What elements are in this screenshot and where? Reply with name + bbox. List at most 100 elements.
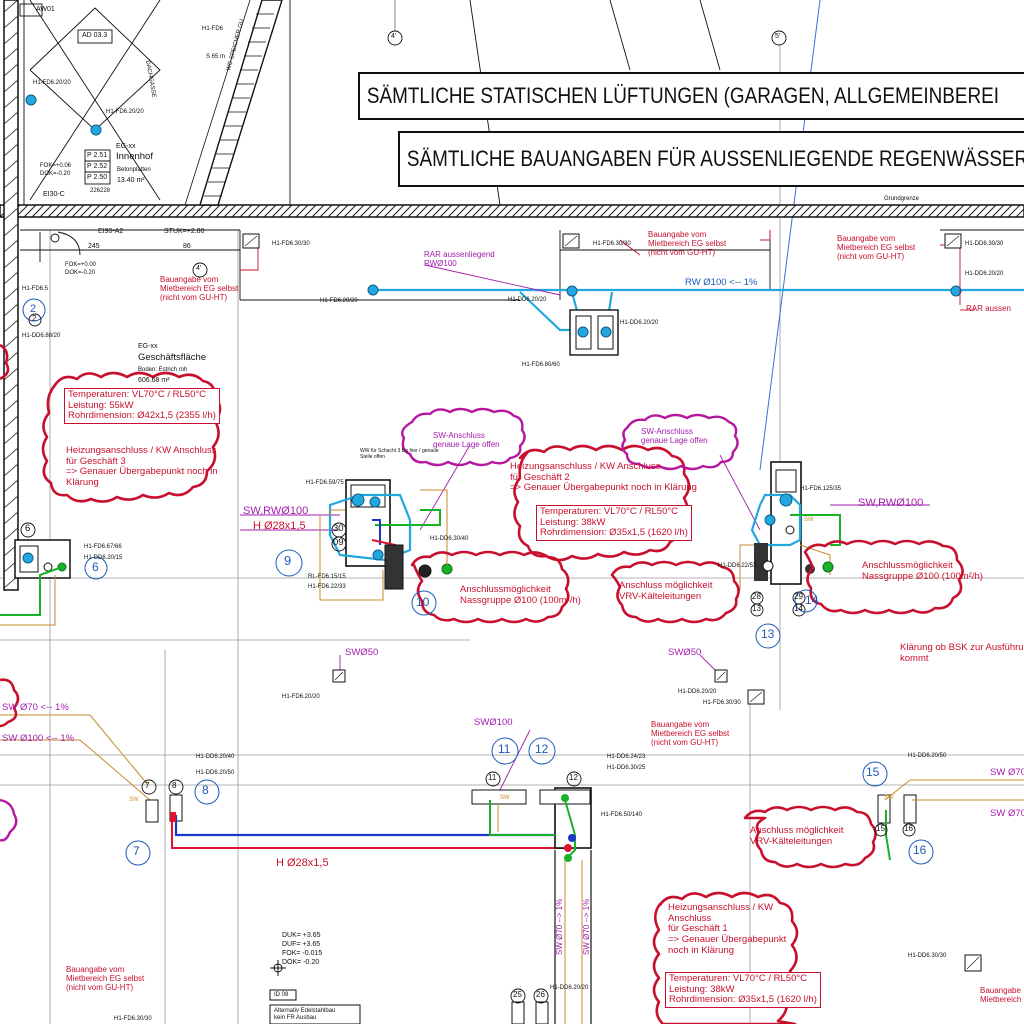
tag-h1-2423: H1-DD6.24/23 bbox=[607, 754, 646, 760]
marker-13-blue: 13 bbox=[761, 627, 775, 641]
param-p251: P 2.51 bbox=[87, 152, 108, 159]
room-floor-innenhof: Betonplatten bbox=[117, 167, 151, 173]
tag-h1-8820: H1-DD6.88/20 bbox=[22, 333, 61, 339]
room-tag-innenhof: EG-xx bbox=[116, 143, 136, 150]
marker-8-small: 8 bbox=[172, 781, 177, 790]
marker-25: 25 bbox=[513, 990, 522, 999]
label-sw50-right: SWØ50 bbox=[668, 647, 702, 658]
tag-h1-125: H1-FD6.125/35 bbox=[800, 486, 842, 492]
tag-h1-50140: H1-FD6.50/140 bbox=[601, 812, 643, 818]
level-duf: DUF= +3.65 bbox=[282, 941, 321, 948]
revision-clouds bbox=[0, 343, 964, 1024]
marker-12-blue: 12 bbox=[535, 742, 549, 756]
tag-h1-5975: H1-FD6.59/75 bbox=[306, 480, 344, 486]
axis-label-4b: 4' bbox=[196, 265, 202, 272]
outer-wall bbox=[0, 0, 1024, 591]
marker-09: 09 bbox=[333, 537, 344, 548]
level-dok-bottom: DOK= -0.20 bbox=[282, 959, 320, 966]
marker-29: 29 bbox=[794, 592, 803, 601]
tag-h1-2050-b: H1-DD6.20/50 bbox=[908, 753, 947, 759]
fire-rating-ei90: EI90-A2 bbox=[98, 228, 124, 235]
tag-h1-1515: RL-FD6.15/15 bbox=[308, 574, 346, 580]
marker-15-small: 15 bbox=[876, 824, 885, 833]
shaft-right bbox=[739, 461, 841, 590]
tag-h1-2020-b: H1-DD6.20/20 bbox=[508, 297, 547, 303]
fire-rating-ei30: EI30-C bbox=[43, 191, 65, 198]
level-fok-bottom: FOK= -0.015 bbox=[282, 950, 323, 957]
marker-12-small: 12 bbox=[569, 773, 578, 782]
level-mark bbox=[270, 960, 286, 976]
shaft-top bbox=[569, 309, 619, 356]
tag-h1-3030-c: H1-DD6.30/30 bbox=[965, 241, 1004, 247]
grid-lines bbox=[0, 40, 1024, 1024]
dim-245: 245 bbox=[88, 243, 100, 250]
marker-30: 30 bbox=[333, 523, 344, 534]
label-sw-rw100-left: SW,RWØ100 bbox=[243, 505, 309, 517]
pipes-bottom-left bbox=[0, 714, 575, 849]
label-sw50-left: SWØ50 bbox=[345, 647, 379, 658]
tag-h1-2020-c: H1-DD6.20/20 bbox=[620, 320, 659, 326]
tag-h1-2020-a: H1-FD6.20/20 bbox=[320, 298, 358, 304]
marker-2-blue: 2 bbox=[30, 303, 37, 315]
tag-h1-mid: H1-FD6.20/20 bbox=[106, 109, 144, 115]
tag-h1-2020-f: H1-DD6.20/20 bbox=[678, 689, 717, 695]
label-sw100-slope: SW Ø100 <-- 1% bbox=[2, 733, 75, 744]
marker-26: 26 bbox=[536, 990, 545, 999]
tag-h1-2050: H1-DD6.20/50 bbox=[196, 770, 235, 776]
marker-28: 28 bbox=[752, 592, 761, 601]
tag-h1-top: H1-FD6 bbox=[202, 26, 224, 32]
marker-circles bbox=[20, 298, 934, 1004]
wall-tag-aw: AW01 bbox=[36, 6, 55, 13]
ventilation-banner: SÄMTLICHE STATISCHEN LÜFTUNGEN (GARAGEN,… bbox=[358, 72, 1024, 120]
shaft-shop1 bbox=[471, 787, 592, 1024]
marker-11-small: 11 bbox=[488, 773, 497, 782]
ww-note: WW für Schacht 3 bis hier / genaue Stell… bbox=[360, 448, 439, 460]
marker-9-blue: 9 bbox=[284, 553, 292, 568]
room-area-shop: 606.68 m² bbox=[138, 377, 170, 384]
axis-label-5: 5' bbox=[775, 33, 781, 40]
marker-6-black: 6 bbox=[25, 523, 31, 534]
tag-h1-left: H1-FD6.20/20 bbox=[33, 80, 71, 86]
label-heating-28: H Ø28x1,5 bbox=[253, 520, 306, 532]
sw-label-c: SW bbox=[129, 797, 139, 803]
level-dok: DOK=-0.20 bbox=[40, 171, 71, 177]
tag-h1-3030-d: H1-FD6.30/30 bbox=[703, 700, 741, 706]
room-lines bbox=[19, 0, 1024, 301]
marker-7-blue: 7 bbox=[133, 844, 140, 858]
room-area-innenhof: 13.40 m² bbox=[117, 177, 145, 184]
marker-16-blue: 16 bbox=[913, 843, 927, 857]
marker-14-blue: 14 bbox=[805, 593, 819, 607]
note-rar-aussen-right: RAR aussen bbox=[966, 304, 1011, 313]
level-dok2: DOK=-0.20 bbox=[65, 270, 96, 276]
room-name-shop: Geschäftsfläche bbox=[138, 352, 207, 363]
rainwater-banner: SÄMTLICHE BAUANGABEN FÜR AUSSENLIEGENDE … bbox=[398, 131, 1024, 187]
level-fok2: FOK=+0.00 bbox=[65, 262, 97, 268]
sw-label-b: SW bbox=[500, 795, 510, 801]
label-sw70-vertical-a: SW Ø70 --> 1% bbox=[555, 898, 564, 955]
shaft-shop3 bbox=[0, 539, 71, 626]
tag-h1-2253: H1-DD6.22/53 bbox=[718, 563, 757, 569]
property-line-label: Grundgrenze bbox=[884, 196, 920, 202]
ventilation-banner-text: SÄMTLICHE STATISCHEN LÜFTUNGEN (GARAGEN,… bbox=[366, 83, 1000, 108]
label-sw70-slope: SW Ø70 <-- 1% bbox=[2, 702, 69, 713]
marker-14: 14 bbox=[794, 604, 803, 613]
id-tag: ID 08 bbox=[274, 992, 289, 998]
tag-h1-3040: H1-DD6.30/40 bbox=[430, 536, 469, 542]
axis-line-blue bbox=[759, 0, 821, 471]
marker-11-blue: 11 bbox=[498, 742, 511, 756]
magenta-clouds bbox=[0, 407, 739, 842]
tag-h1-a: H1-FD6.5 bbox=[22, 286, 49, 292]
room-name-innenhof: Innenhof bbox=[116, 151, 153, 162]
tag-h1-8060: H1-FD6.80/60 bbox=[522, 362, 560, 368]
shaft-right-bottom bbox=[877, 779, 1024, 861]
